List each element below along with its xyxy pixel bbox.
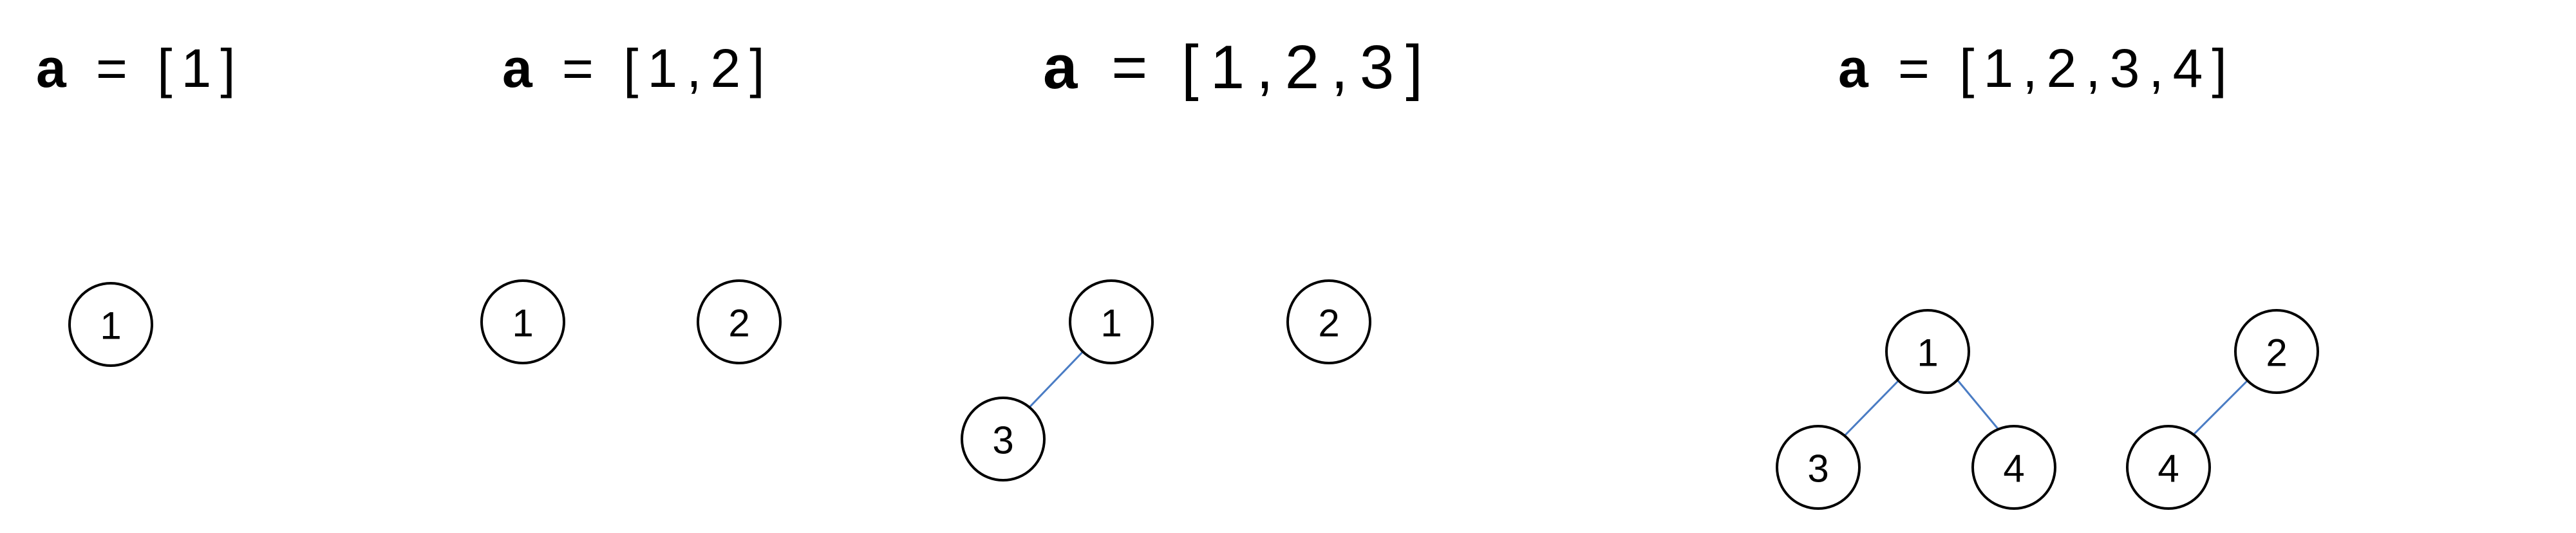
tree-node-2: 2 <box>2234 309 2319 394</box>
equals-sign: = <box>561 38 594 98</box>
tree-node-1: 1 <box>480 279 565 364</box>
equation-panel-4: a = [1,2,3,4] <box>1838 37 2236 100</box>
variable-name: a <box>1838 38 1868 98</box>
variable-name: a <box>1043 33 1078 102</box>
node-label: 3 <box>1807 447 1829 491</box>
node-label: 1 <box>1917 332 1938 375</box>
tree-node-1: 1 <box>1069 279 1154 364</box>
edge-p4-1-3 <box>1839 379 1901 442</box>
equals-sign: = <box>1111 33 1148 102</box>
tree-node-2: 2 <box>1286 279 1371 364</box>
equals-sign: = <box>1897 38 1930 98</box>
node-label: 2 <box>728 302 749 345</box>
equation-panel-2: a = [1,2] <box>502 37 774 100</box>
tree-node-2: 2 <box>697 279 782 364</box>
list-literal: [1,2,3,4] <box>1959 38 2236 98</box>
node-label: 2 <box>1318 302 1339 345</box>
equation-panel-3: a = [1,2,3] <box>1043 32 1434 103</box>
node-label: 1 <box>1100 302 1122 345</box>
edge-p4-2-4 <box>2186 379 2250 442</box>
tree-node-3: 3 <box>1776 425 1861 510</box>
edge-p3-1-3 <box>1021 348 1087 416</box>
variable-name: a <box>502 38 532 98</box>
list-literal: [1,2,3] <box>1181 33 1434 102</box>
tree-node-1: 1 <box>1885 309 1970 394</box>
node-label: 4 <box>2003 447 2024 491</box>
node-label: 2 <box>2266 332 2287 375</box>
tree-node-4: 4 <box>2126 425 2211 510</box>
node-label: 4 <box>2158 447 2179 491</box>
list-literal: [1,2] <box>623 38 774 98</box>
tree-node-4: 4 <box>1971 425 2056 510</box>
node-label: 1 <box>512 302 533 345</box>
list-literal: [1] <box>157 38 245 98</box>
equals-sign: = <box>95 38 127 98</box>
tree-node-1: 1 <box>68 282 153 367</box>
tree-node-3: 3 <box>961 397 1046 482</box>
node-label: 1 <box>100 304 121 348</box>
node-label: 3 <box>992 419 1013 462</box>
equation-panel-1: a = [1] <box>36 37 245 100</box>
variable-name: a <box>36 38 66 98</box>
